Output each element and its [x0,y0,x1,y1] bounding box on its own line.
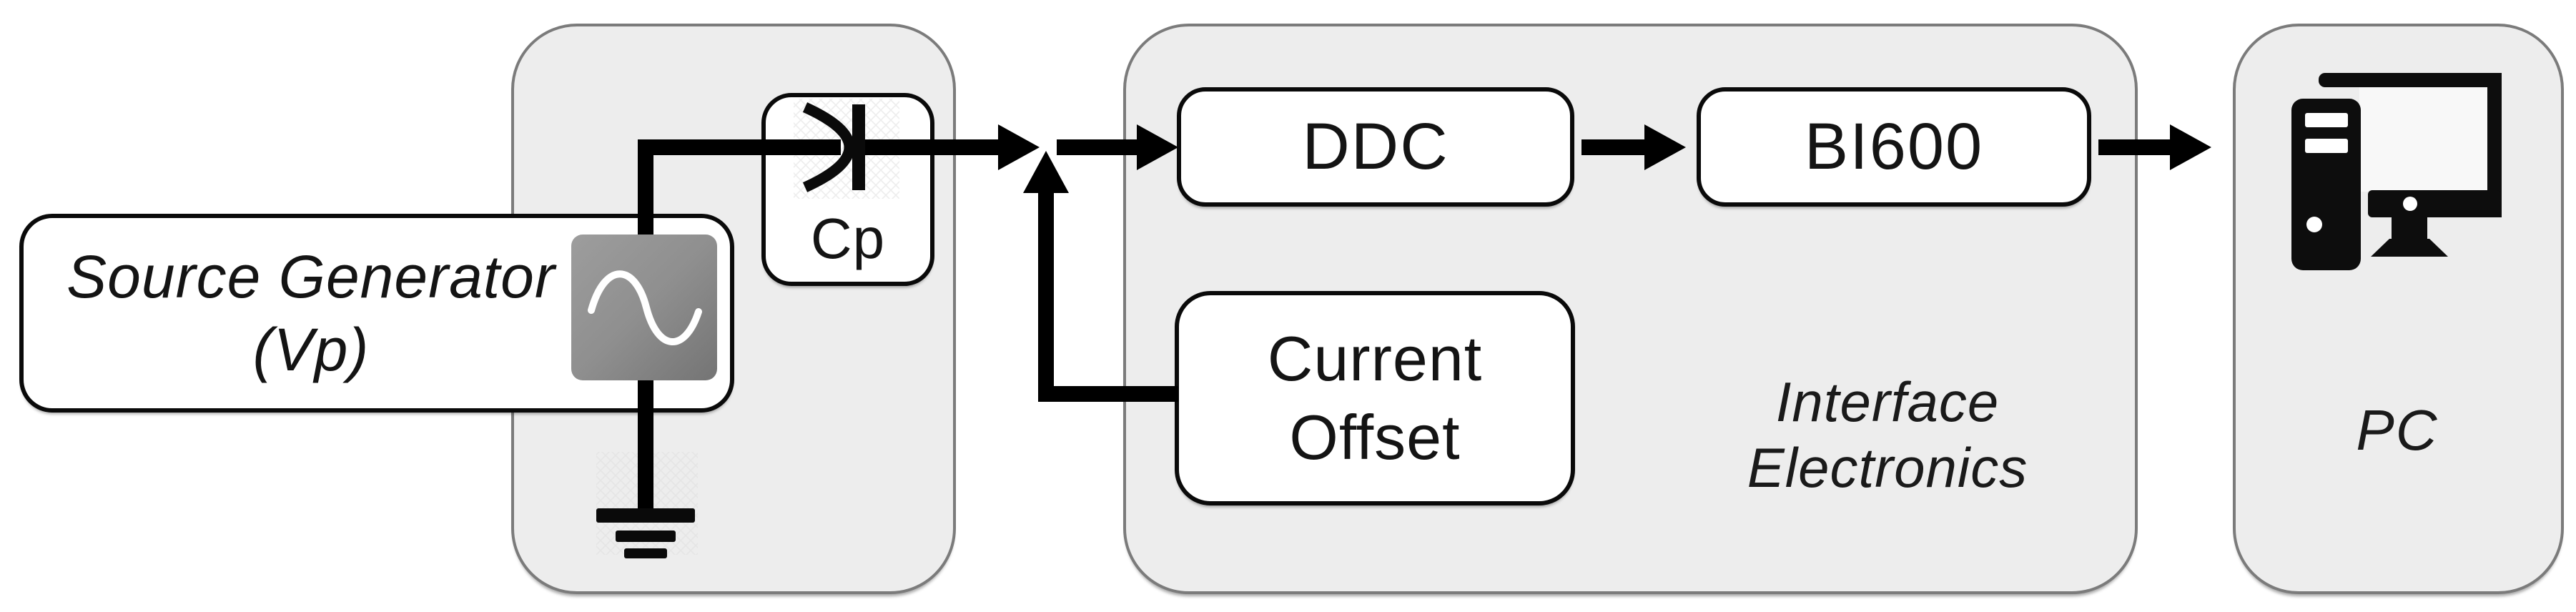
cp-label: Cp [810,207,886,270]
arrowhead-into-ddc [1137,124,1178,170]
arrowhead-into-junction [998,124,1040,170]
source-generator-label: Source Generator (Vp) [39,218,583,408]
interface-electronics-caption-line1: Interface [1775,370,2000,433]
capacitor-icon [802,102,865,192]
source-generator-label-line1: Source Generator [66,243,556,310]
bi600-label: BI600 [1804,110,1984,183]
ddc-block: DDC [1177,87,1574,207]
ground-icon [596,372,695,558]
bi600-block: BI600 [1697,87,2091,207]
arrowhead-into-bi600 [1644,124,1686,170]
current-offset-label-line1: Current [1267,323,1483,394]
wire-generator-to-cp [638,139,841,243]
current-offset-label-line2: Offset [1289,402,1461,473]
current-offset-block: Current Offset [1175,291,1575,505]
ddc-label: DDC [1302,110,1449,183]
pc-caption: PC [2356,398,2439,462]
desktop-computer-icon [2291,73,2502,270]
wire-current-offset-feedback [1038,190,1178,402]
sine-wave-icon [571,235,717,380]
interface-electronics-caption-line2: Electronics [1747,436,2028,499]
arrowhead-feedback-up [1023,151,1069,193]
arrowhead-into-pc [2170,124,2211,170]
source-generator-label-line2: (Vp) [252,316,370,383]
interface-electronics-caption: Interface Electronics [1637,369,2138,500]
